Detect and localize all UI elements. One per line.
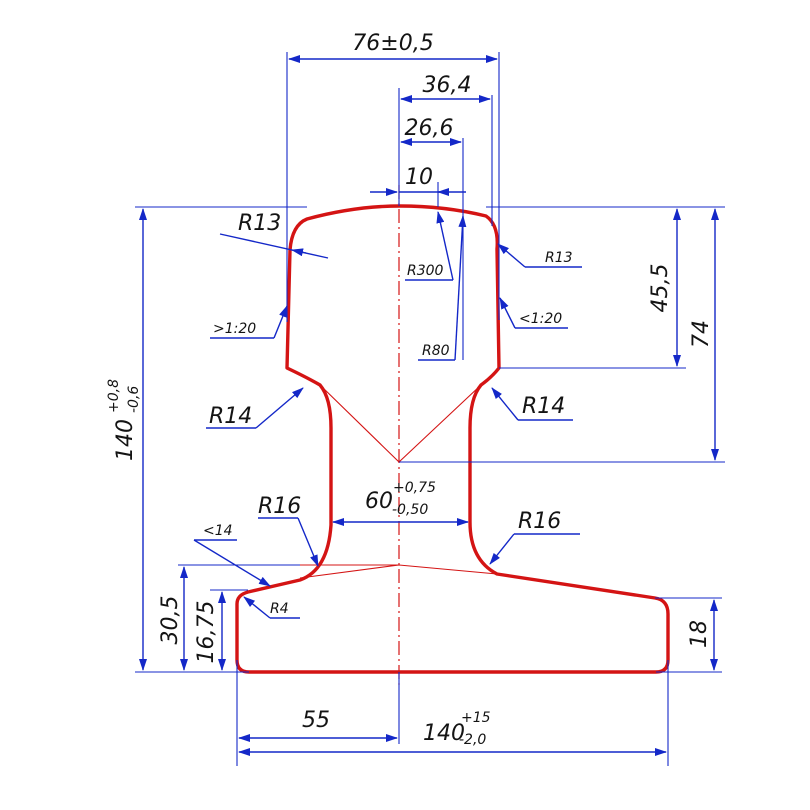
- label-18: 18: [687, 620, 712, 648]
- label-r13-left: R13: [238, 211, 281, 236]
- label-base-width-upper: +15: [461, 710, 491, 726]
- rail-profile-outline: [235, 204, 670, 674]
- label-r16-right: R16: [518, 509, 561, 534]
- leader-r13-left: [219, 233, 329, 259]
- label-web-width: 60: [365, 489, 393, 514]
- leader-r80-arrow: [454, 215, 467, 361]
- label-total-height-upper: +0,8: [106, 379, 122, 413]
- leader-r16-left-arrow: [297, 517, 319, 567]
- label-45: 45,5: [648, 264, 673, 313]
- label-base-width: 140: [423, 721, 465, 746]
- label-base-width-lower: -2,0: [459, 732, 486, 748]
- label-slope-right: <1:20: [519, 311, 562, 327]
- label-r300: R300: [407, 263, 444, 279]
- leader-r14-left-arrow: [255, 387, 304, 429]
- label-10: 10: [405, 165, 433, 190]
- label-total-height: 140: [113, 419, 138, 461]
- label-total-height-lower: -0,6: [126, 386, 142, 413]
- leader-slope-left-arrow: [273, 305, 288, 339]
- leader-r300-arrow: [436, 211, 454, 281]
- label-16: 16,75: [194, 601, 219, 664]
- label-r14-left: R14: [209, 404, 252, 429]
- leader-r14-right-arrow: [491, 387, 519, 421]
- leader-r13-left-arrow: [291, 248, 307, 257]
- label-r80: R80: [422, 343, 450, 359]
- leader-angle-arrow: [193, 539, 271, 587]
- label-head-width: 76±0,5: [352, 31, 433, 56]
- label-r4: R4: [270, 601, 289, 617]
- label-web-width-lower: -0,50: [392, 502, 428, 518]
- leader-slope-right-arrow: [499, 297, 516, 329]
- label-26: 26,6: [405, 116, 454, 141]
- label-angle: <14: [203, 523, 233, 539]
- leader-r4-arrow: [243, 596, 271, 619]
- label-r13-right: R13: [545, 250, 573, 266]
- label-web-width-upper: +0,75: [393, 480, 436, 496]
- leader-r16-right-arrow: [489, 533, 515, 565]
- label-r16-left: R16: [258, 494, 301, 519]
- label-30: 30,5: [158, 596, 183, 645]
- label-55: 55: [302, 708, 330, 733]
- head-construction-lines: [319, 384, 482, 463]
- label-r14-right: R14: [522, 394, 565, 419]
- label-slope-left: >1:20: [213, 321, 256, 337]
- leader-r13-right-arrow: [497, 243, 526, 268]
- label-74: 74: [689, 320, 714, 348]
- label-36: 36,4: [423, 73, 472, 98]
